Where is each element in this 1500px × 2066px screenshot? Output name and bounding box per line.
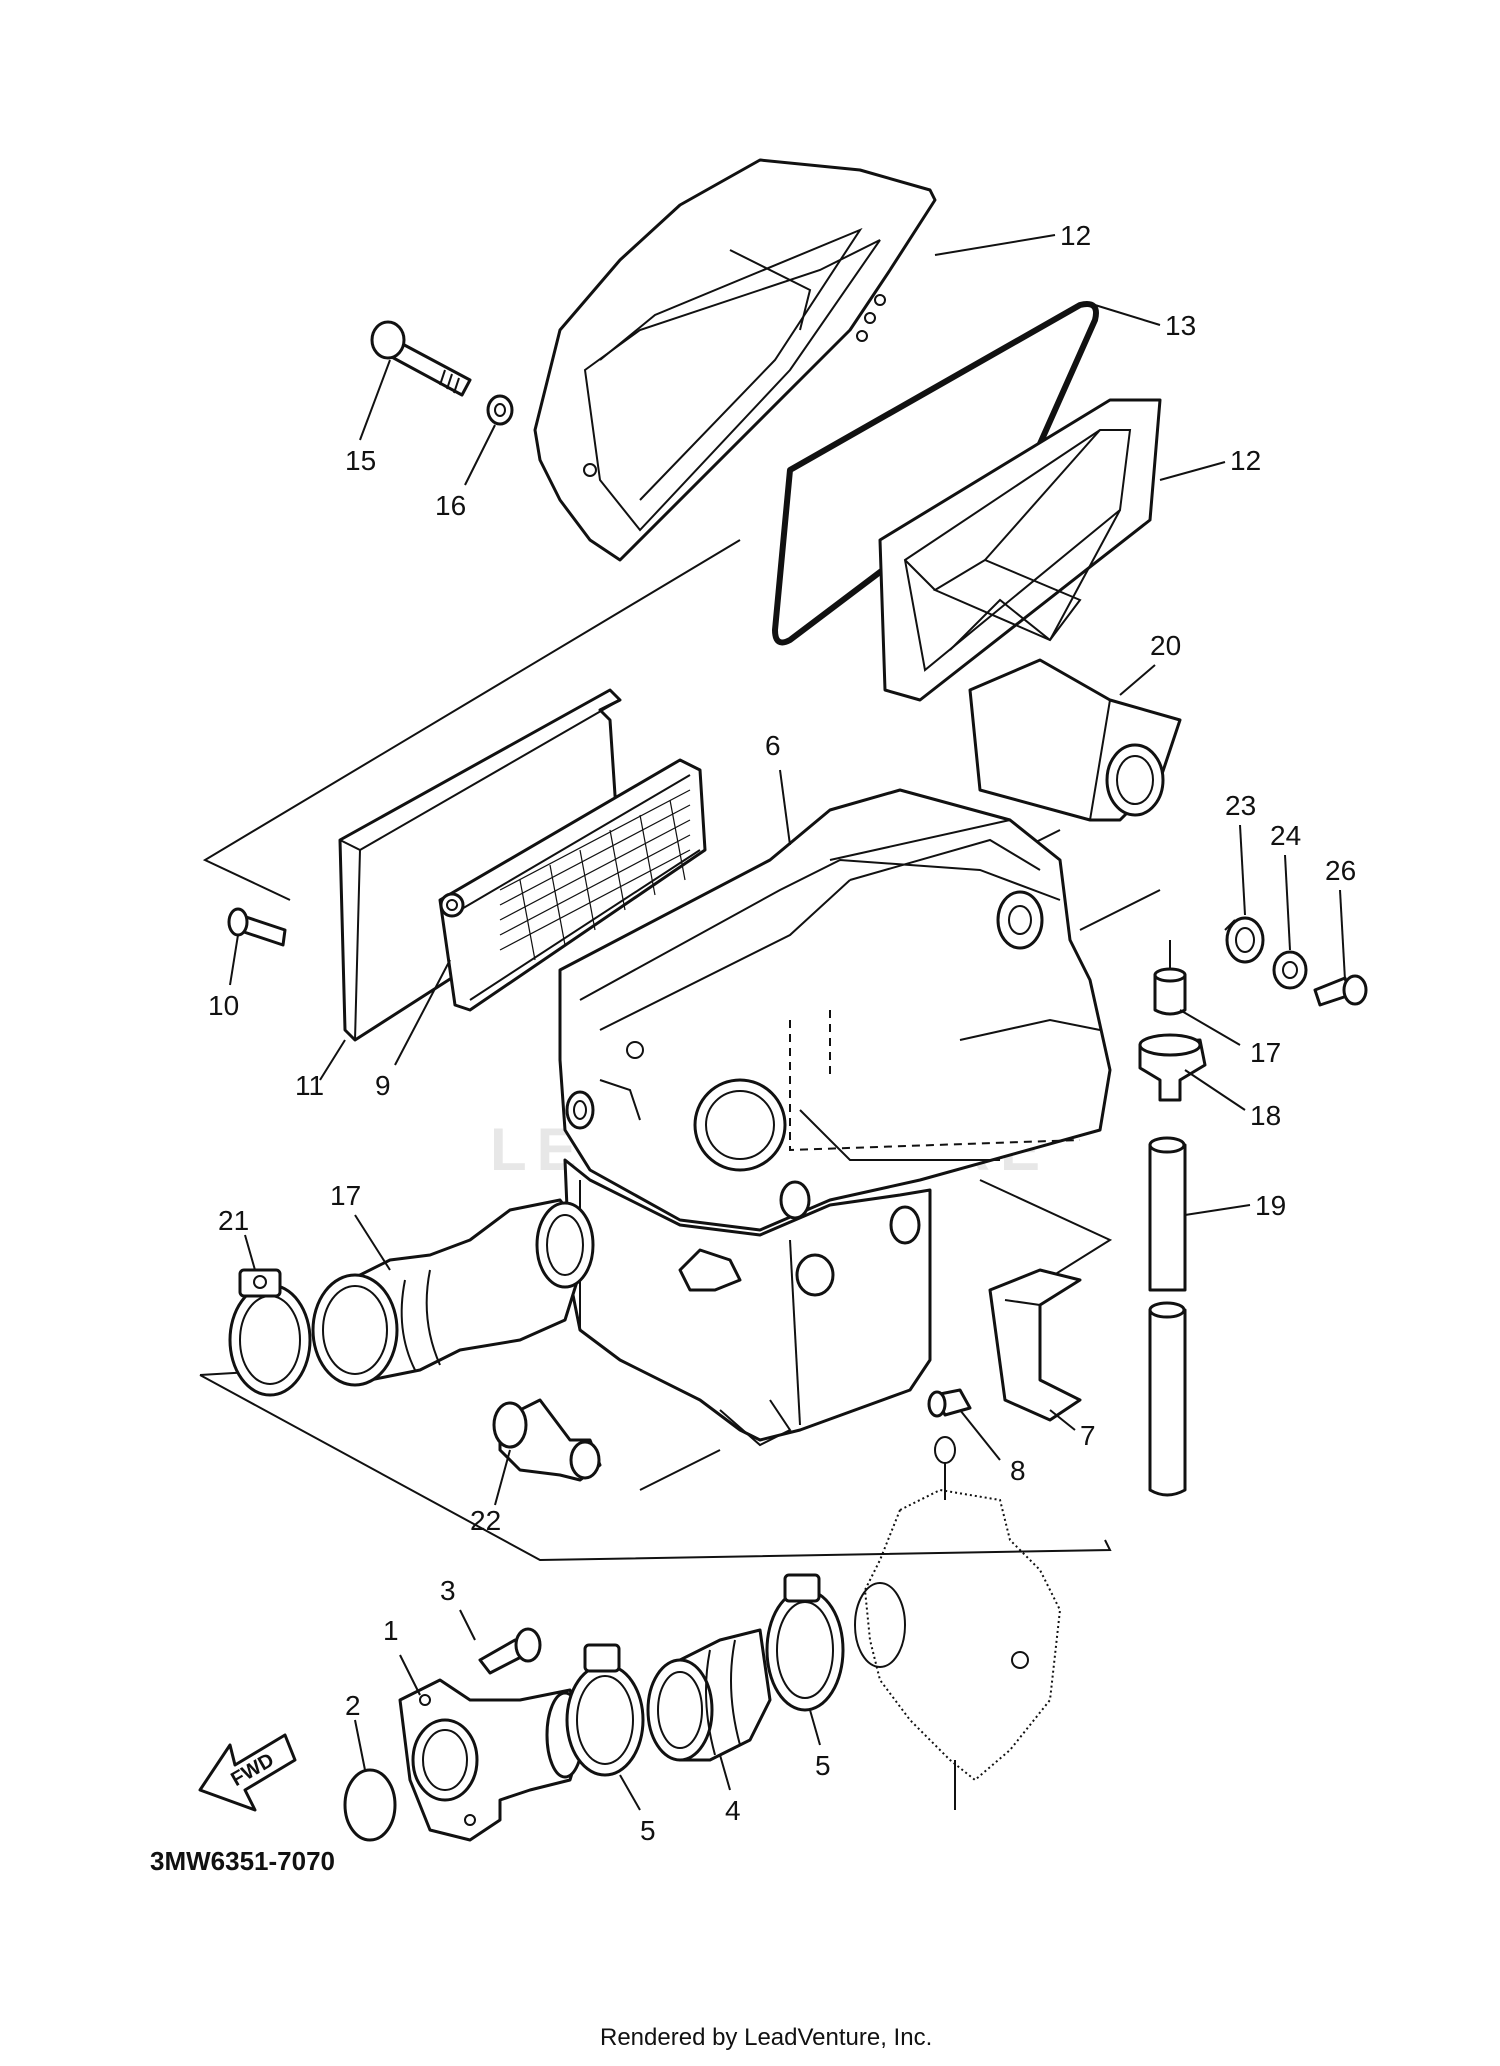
callout-13: 12 xyxy=(1060,220,1091,251)
callout-16: 16 xyxy=(435,490,466,521)
part-7-bracket xyxy=(988,1268,1082,1422)
callout-19: 18 xyxy=(1250,1100,1281,1131)
callout-7: 7 xyxy=(1080,1420,1096,1451)
part-25-collar xyxy=(1272,950,1308,990)
callout-11: 11 xyxy=(295,1070,324,1101)
part-3-bolt xyxy=(478,1627,542,1675)
part-26-screw xyxy=(1313,974,1368,1007)
credit-text: Rendered by LeadVenture, Inc. xyxy=(600,2024,932,2051)
part-16-washer xyxy=(486,394,514,426)
part-24-grommet xyxy=(1224,916,1265,964)
callout-18: 17 xyxy=(1250,1037,1281,1068)
diagram-code: 3MW6351-7070 xyxy=(150,1846,335,1876)
part-11-sponge-element xyxy=(338,688,622,1042)
callout-6: 6 xyxy=(765,730,781,761)
part-23-plug xyxy=(492,1398,602,1482)
part-20-drain-hose xyxy=(1148,1136,1187,1497)
part-5-clamp-left xyxy=(565,1643,645,1777)
part-17-joint-tube xyxy=(311,1198,595,1387)
callout-23: 22 xyxy=(470,1505,501,1536)
callout-26: 26 xyxy=(1325,855,1356,886)
part-5-clamp-right xyxy=(765,1573,845,1712)
callout-10: 10 xyxy=(208,990,239,1021)
callout-5-right: 5 xyxy=(815,1750,831,1781)
part-13-air-cleaner-cover xyxy=(533,158,937,562)
carburetor-reference xyxy=(854,1436,1062,1810)
part-6-air-cleaner-case xyxy=(558,788,1112,1447)
callout-20: 19 xyxy=(1255,1190,1286,1221)
callout-8: 8 xyxy=(1010,1455,1026,1486)
callout-4: 4 xyxy=(725,1795,741,1826)
callout-1: 1 xyxy=(383,1615,399,1646)
callout-24: 23 xyxy=(1225,790,1256,821)
part-12-element-frame xyxy=(878,398,1162,702)
part-18-cap xyxy=(1153,967,1187,1016)
callout-3: 3 xyxy=(440,1575,456,1606)
part-9-element-guide xyxy=(438,758,707,1012)
callout-2: 2 xyxy=(345,1690,361,1721)
part-1-carb-joint xyxy=(398,1678,587,1842)
part-21-filter-element xyxy=(968,658,1182,822)
part-15-bolt xyxy=(370,320,472,397)
callouts: 12 13 12 20 6 23 24 26 17 18 19 7 8 22 2… xyxy=(208,220,1356,1846)
callout-9: 9 xyxy=(375,1070,391,1101)
callout-22: 21 xyxy=(218,1205,249,1236)
part-19-fitting xyxy=(1138,1033,1207,1102)
part-2-o-ring xyxy=(343,1768,397,1842)
part-22-clamp xyxy=(228,1268,312,1397)
fwd-arrow: FWD xyxy=(198,1733,297,1812)
leader-lines xyxy=(229,234,1346,1811)
part-4-intake-joint xyxy=(646,1628,772,1762)
callout-14: 13 xyxy=(1165,310,1196,341)
callout-21: 20 xyxy=(1150,630,1181,661)
part-10-screw xyxy=(227,907,287,947)
callout-15: 15 xyxy=(345,445,376,476)
callout-17: 17 xyxy=(330,1180,361,1211)
callout-5-left: 5 xyxy=(640,1815,656,1846)
callout-12: 12 xyxy=(1230,445,1261,476)
part-8-pin xyxy=(927,1388,972,1418)
callout-25: 24 xyxy=(1270,820,1301,851)
